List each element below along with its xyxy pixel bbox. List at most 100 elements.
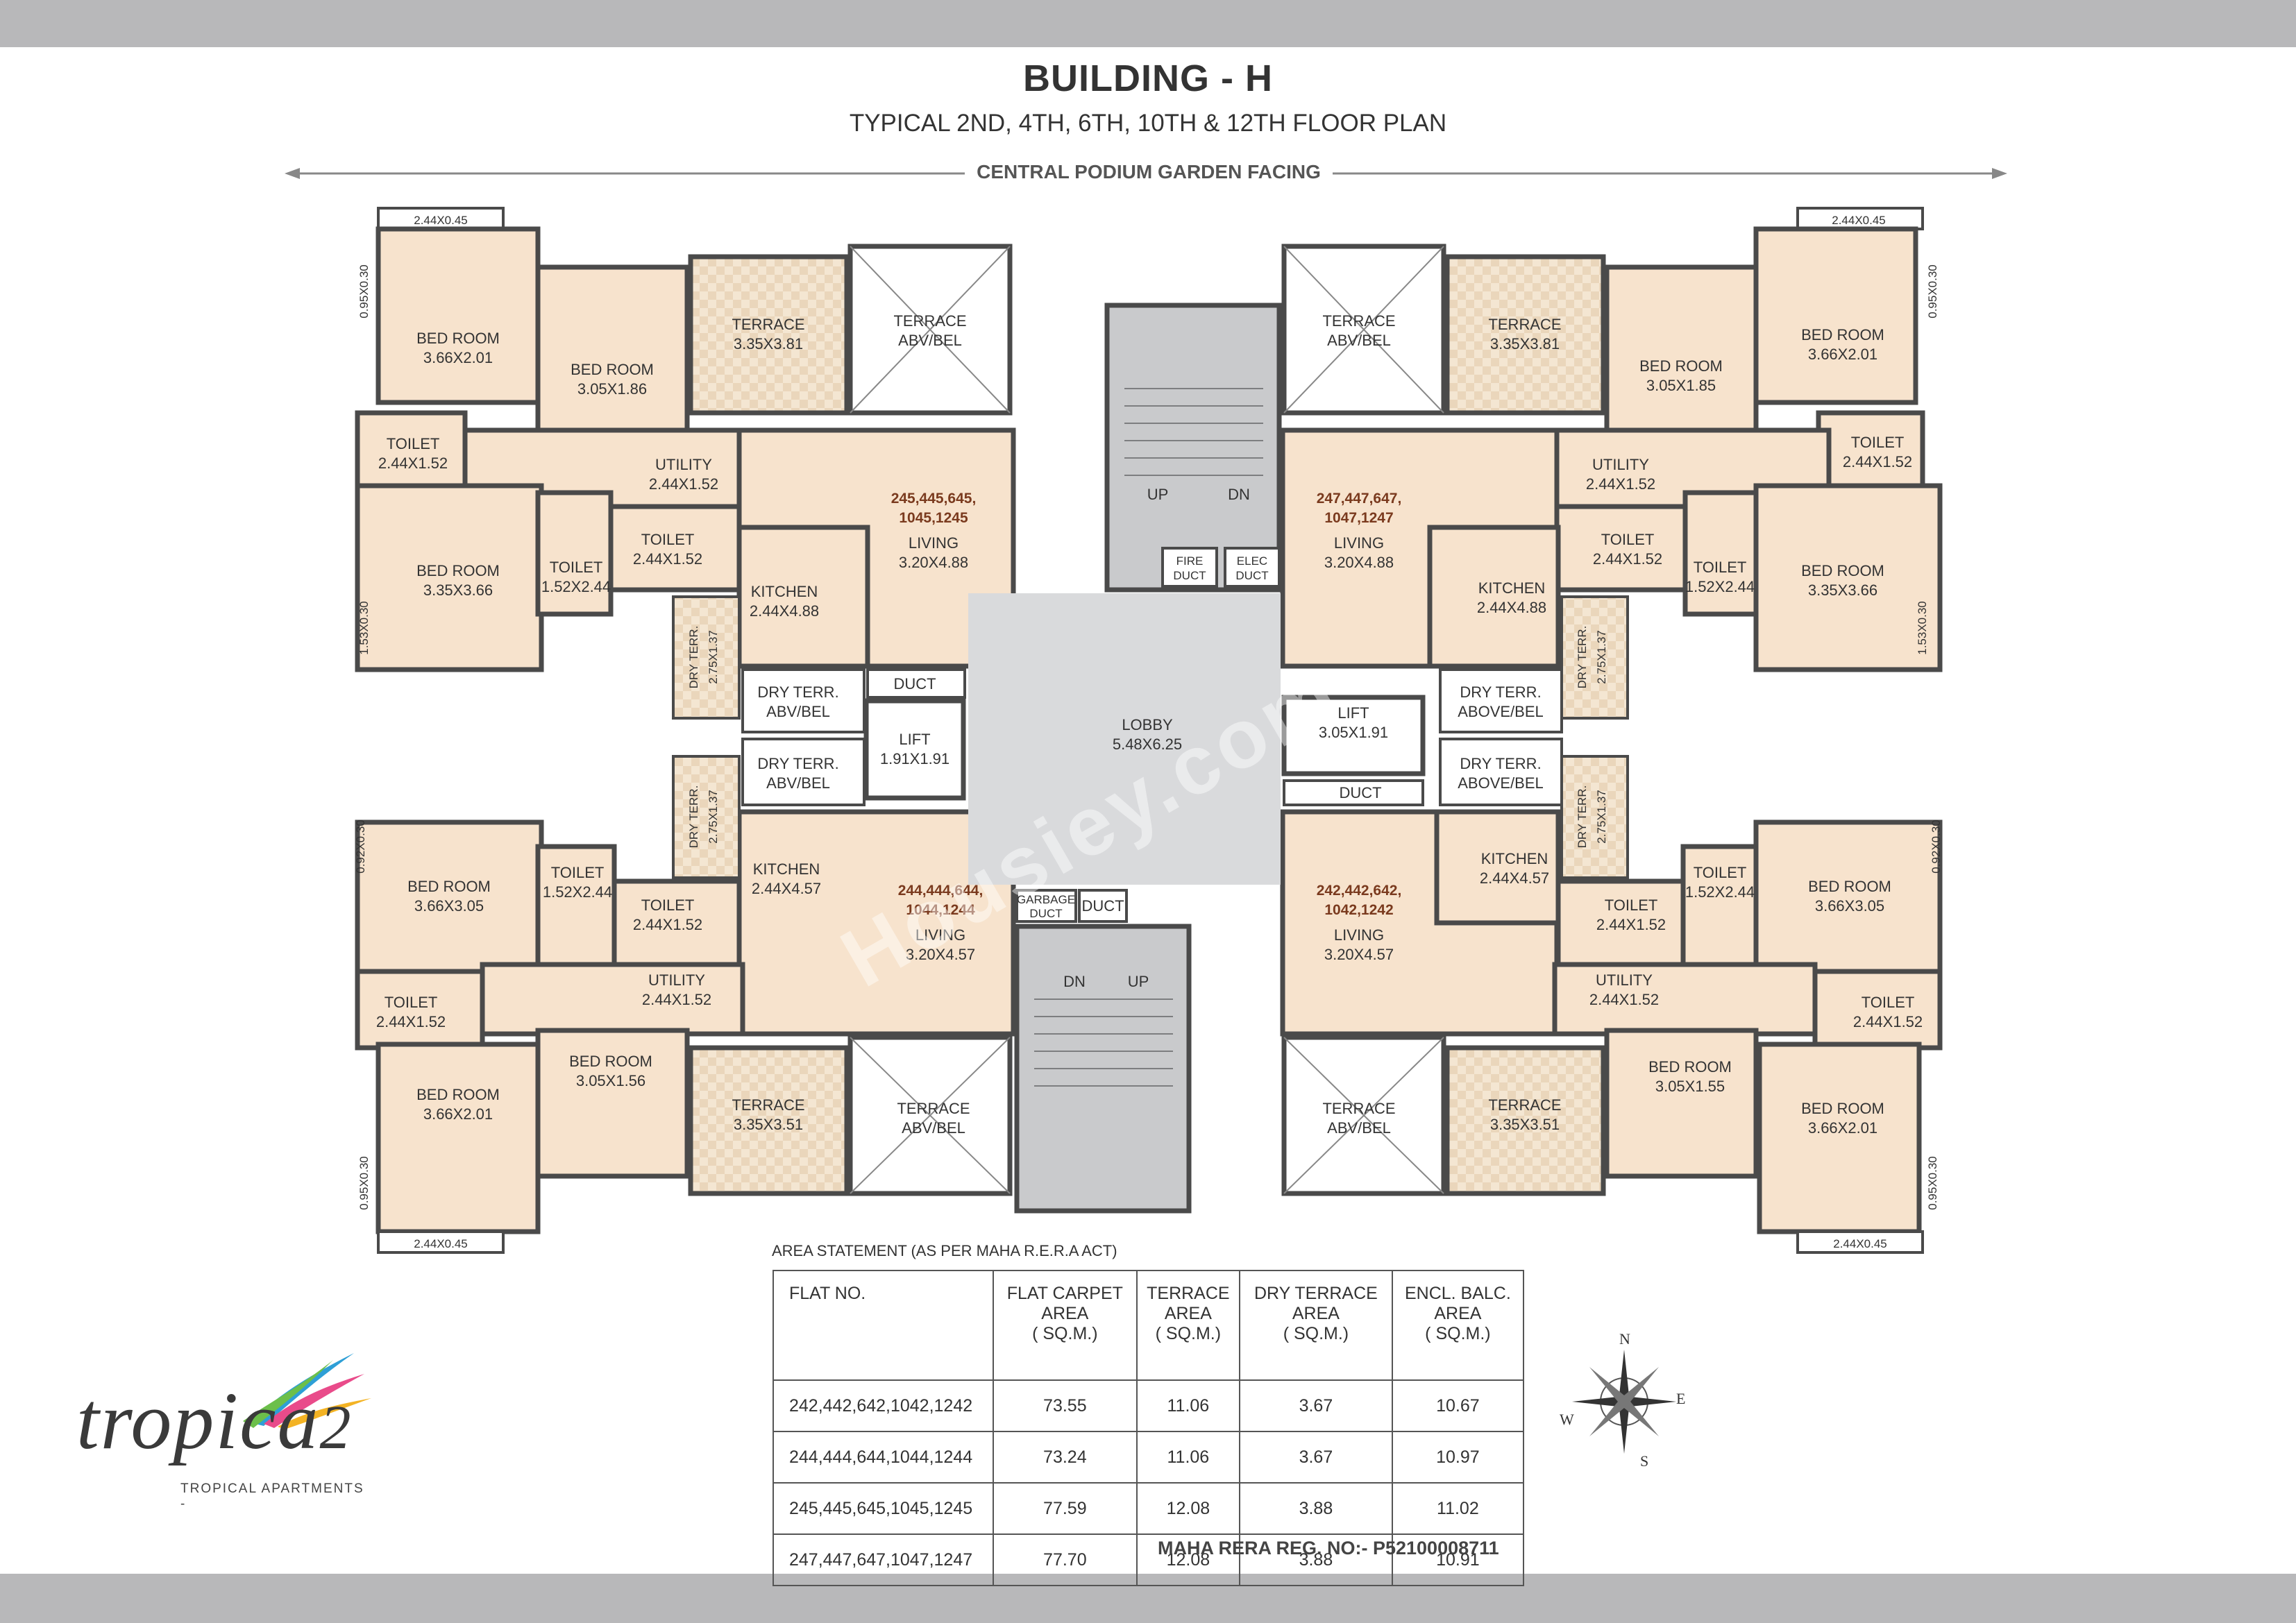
dry-terr-r2-1: DRY TERR. [1460, 755, 1541, 772]
stair-north-dn: DN [1228, 486, 1250, 503]
table-cell: 73.55 [993, 1379, 1138, 1432]
logo-word: tropica [76, 1375, 320, 1466]
compass-rose: N S E W [1558, 1330, 1690, 1470]
table-cell: 3.67 [1239, 1379, 1393, 1432]
compass-n: N [1619, 1330, 1630, 1348]
col-dry-terrace: DRY TERRACE AREA ( SQ.M.) [1239, 1270, 1393, 1381]
ne-bed2 [1604, 264, 1759, 436]
lift-left-size: 1.91X1.91 [880, 750, 949, 767]
se-balc-bottom-label: 2.44X0.45 [1833, 1237, 1887, 1250]
area-statement-table: FLAT NO. FLAT CARPET AREA ( SQ.M.) TERRA… [773, 1270, 1525, 1586]
ne-balc-side-label: 0.95X0.30 [1926, 264, 1939, 318]
top-band [0, 0, 2296, 47]
se-utility-size: 2.44X1.52 [1589, 991, 1659, 1008]
sw-bed3-size: 3.66X2.01 [423, 1105, 493, 1123]
table-cell: 10.97 [1391, 1431, 1525, 1484]
nw-balc-side-label: 0.95X0.30 [357, 264, 371, 318]
sw-terrace-size: 3.35X3.51 [734, 1116, 803, 1133]
sw-utility-size: 2.44X1.52 [642, 991, 711, 1008]
nw-bed3-size: 3.35X3.66 [423, 581, 493, 599]
lift-right [1281, 695, 1426, 776]
fire-duct [1161, 547, 1218, 588]
flat-sw [355, 809, 1016, 1254]
stair-north-up: UP [1147, 486, 1169, 503]
building-title: BUILDING - H [1023, 58, 1273, 99]
se-living-name: LIVING [1334, 926, 1384, 944]
table-cell: 77.70 [993, 1533, 1138, 1586]
nw-toilet3-name: TOILET [641, 531, 695, 548]
sw-bed1-name: BED ROOM [407, 878, 491, 895]
se-labels: 0.92X0.30 0.95X0.30 2.44X0.45 242,442,64… [1317, 819, 1943, 1250]
se-terrace-abv-2: ABV/BEL [1327, 1119, 1391, 1137]
sw-toilet3-size: 2.44X1.52 [633, 916, 702, 933]
se-bed2-name: BED ROOM [1648, 1058, 1732, 1076]
elec-duct-1: ELEC [1237, 554, 1267, 568]
table-cell: 3.88 [1239, 1482, 1393, 1535]
nw-balc-low-label: 1.53X0.30 [357, 601, 371, 655]
ne-toilet2-size: 1.52X2.44 [1685, 578, 1755, 595]
se-flats-1: 242,442,642, [1317, 883, 1402, 899]
lift-left-name: LIFT [899, 731, 930, 748]
duct-left-label: DUCT [893, 675, 936, 692]
nw-bed2-name: BED ROOM [571, 361, 654, 378]
dry-terr-v-nw-1: DRY TERR. [687, 626, 700, 689]
col-encl-balc: ENCL. BALC. AREA ( SQ.M.) [1391, 1270, 1525, 1381]
ne-toilet1 [1816, 410, 1925, 492]
table-cell: 245,445,645,1045,1245 [773, 1482, 994, 1535]
nw-bed1-name: BED ROOM [416, 330, 500, 347]
sw-labels: 0.92X0.30 0.95X0.30 2.44X0.45 BED ROOM 3… [354, 819, 983, 1250]
nw-toilet2-name: TOILET [550, 559, 603, 576]
dry-terr-r2-2: ABOVE/BEL [1458, 774, 1544, 792]
elec-duct-2: DUCT [1235, 569, 1268, 582]
table-cell: 77.59 [993, 1482, 1138, 1535]
fire-duct-2: DUCT [1173, 569, 1206, 582]
table-header-row: FLAT NO. FLAT CARPET AREA ( SQ.M.) TERRA… [773, 1270, 1525, 1381]
col-dry-terrace-l1: DRY TERRACE [1254, 1284, 1378, 1303]
se-terrace-name: TERRACE [1488, 1096, 1561, 1114]
col-terrace-l3: ( SQ.M.) [1155, 1324, 1222, 1343]
se-balc-side-label: 0.95X0.30 [1926, 1156, 1939, 1210]
sw-bed2-name: BED ROOM [569, 1053, 652, 1070]
duct-right [1283, 779, 1424, 806]
dry-terr-v-sw-1: DRY TERR. [687, 785, 700, 849]
nw-living-size: 3.20X4.88 [899, 554, 968, 571]
nw-utility-name: UTILITY [655, 456, 712, 473]
nw-utility-size: 2.44X1.52 [649, 475, 718, 493]
se-toilet2-name: TOILET [1694, 864, 1747, 881]
nw-terrace-name: TERRACE [732, 316, 804, 333]
dry-terr-r1 [1439, 668, 1563, 733]
sw-balc-top-label: 0.92X0.30 [354, 819, 367, 874]
se-balcony-bottom [1796, 1230, 1924, 1254]
sw-living-size: 3.20X4.57 [906, 946, 975, 963]
tropica-logo: tropica2 TROPICAL APARTMENTS - [76, 1353, 375, 1513]
stair-north [1104, 303, 1282, 593]
se-kitchen-size: 2.44X4.57 [1480, 869, 1549, 887]
nw-toilet3 [608, 504, 742, 593]
dry-terr-r1-2: ABOVE/BEL [1458, 703, 1544, 720]
nw-bed1 [375, 226, 541, 405]
nw-terrace [688, 254, 850, 416]
ne-toilet3 [1554, 504, 1688, 593]
dry-terr-v-ne-1: DRY TERR. [1576, 626, 1589, 689]
se-bed2 [1604, 1028, 1759, 1179]
table-cell: 10.67 [1391, 1379, 1525, 1432]
table-row: 242,442,642,1042,1242 73.55 11.06 3.67 1… [773, 1379, 1525, 1432]
se-balc-top-label: 0.92X0.30 [1930, 819, 1943, 874]
dry-terr-v-nw [672, 595, 741, 720]
nw-kitchen-name: KITCHEN [751, 583, 818, 600]
nw-flats-2: 1045,1245 [899, 510, 968, 526]
table-cell: 3.88 [1239, 1533, 1393, 1586]
nw-toilet2-size: 1.52X2.44 [541, 578, 611, 595]
ne-toilet2 [1682, 490, 1761, 617]
table-cell: 11.02 [1391, 1482, 1525, 1535]
se-kitchen [1434, 809, 1561, 926]
ne-balcony-top [1796, 207, 1924, 230]
dry-terr-v-nw-2: 2.75X1.37 [707, 630, 720, 684]
table-cell: 247,447,647,1047,1247 [773, 1533, 994, 1586]
lift-right-size: 3.05X1.91 [1319, 724, 1388, 741]
se-bed1-size: 3.66X3.05 [1815, 897, 1884, 915]
col-dry-terrace-l2: AREA [1292, 1304, 1340, 1323]
dry-terr-l2 [741, 738, 866, 806]
se-toilet1 [1812, 969, 1943, 1051]
table-cell: 244,444,644,1044,1244 [773, 1431, 994, 1484]
